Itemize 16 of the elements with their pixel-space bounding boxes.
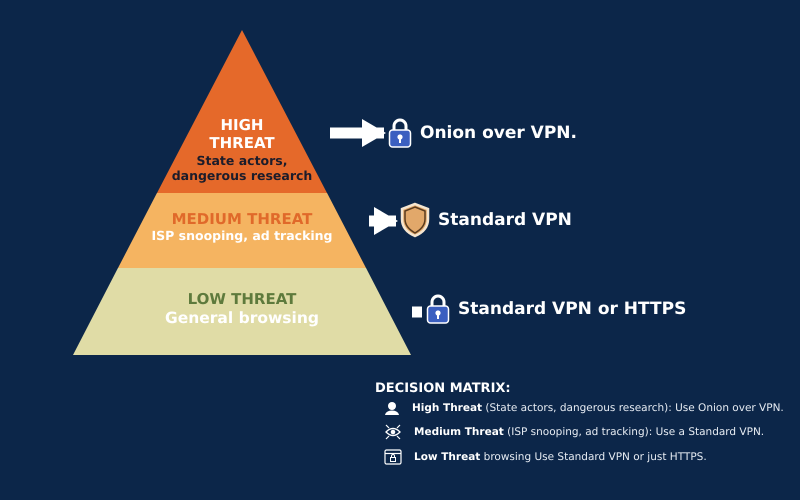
tier-description: ISP snooping, ad tracking <box>151 228 333 244</box>
result-label: Standard VPN <box>438 210 572 230</box>
tier-heading: LOW THREAT <box>188 290 296 309</box>
result-label: Onion over VPN. <box>420 123 577 143</box>
result-label: Standard VPN or HTTPS <box>458 299 686 319</box>
matrix-item: Medium Threat (ISP snooping, ad tracking): Use a Standard VPN. <box>414 426 764 438</box>
tier-description: State actors, dangerous research <box>170 153 314 183</box>
connector-stub <box>412 306 422 318</box>
arrow <box>330 119 386 147</box>
arrow <box>369 207 398 235</box>
tier-heading: HIGH THREAT <box>208 116 276 153</box>
tier-heading: MEDIUM THREAT <box>172 210 312 228</box>
tier-description: General browsing <box>165 308 319 328</box>
matrix-item: Low Threat browsing Use Standard VPN or just HTTPS. <box>414 451 707 463</box>
matrix-heading: DECISION MATRIX: <box>375 381 511 396</box>
matrix-item: High Threat (State actors, dangerous research): Use Onion over VPN. <box>412 402 784 414</box>
